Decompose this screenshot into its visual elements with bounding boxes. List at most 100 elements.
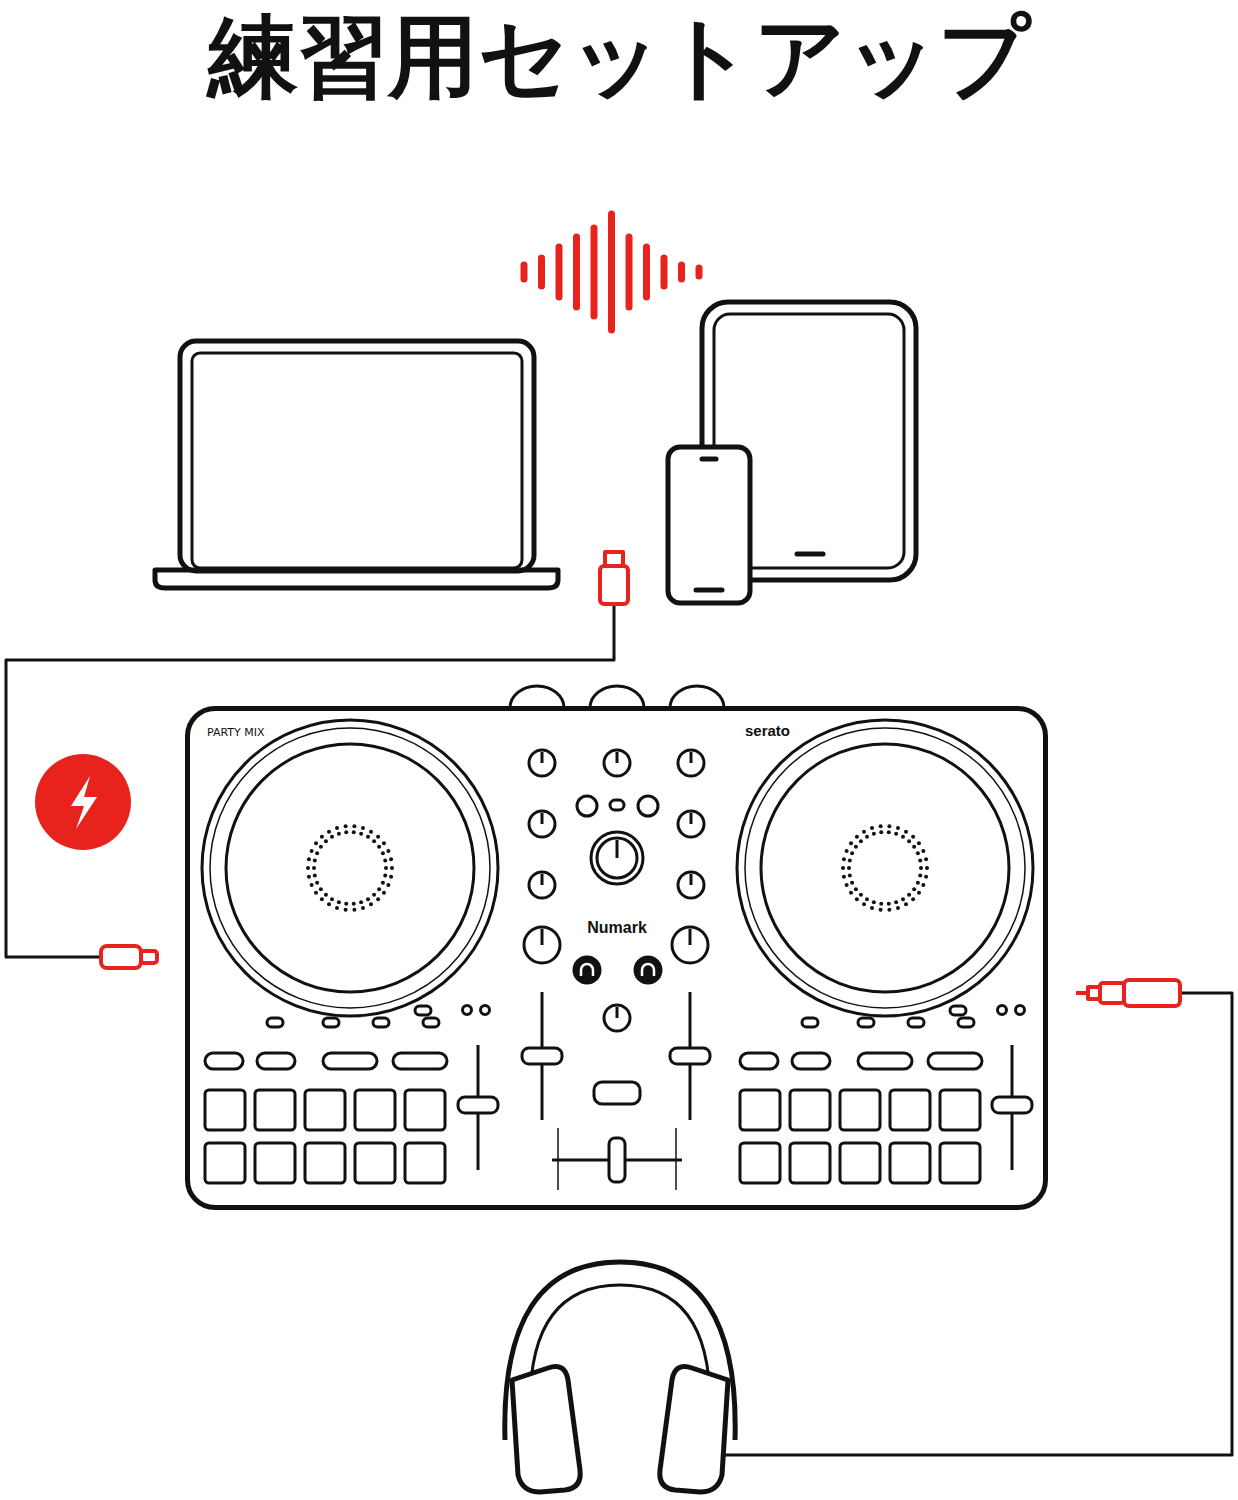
knob-pointer (541, 752, 544, 763)
jog-dot (911, 897, 915, 901)
pad (355, 1090, 395, 1130)
jog-dot (324, 839, 328, 843)
jog-dot (911, 835, 915, 839)
jog-wheel (202, 720, 498, 1016)
jog-dot (344, 908, 348, 912)
usb-cable (6, 606, 614, 957)
headphone-cue (635, 957, 661, 983)
button (858, 1053, 912, 1069)
knob (529, 750, 555, 776)
jog-dot (337, 900, 341, 904)
pad (205, 1143, 245, 1183)
knob-pointer (541, 813, 544, 824)
jog-dot (381, 881, 385, 885)
pad (355, 1143, 395, 1183)
pad (790, 1143, 830, 1183)
jog-dot (383, 859, 387, 863)
crossfader-guide (557, 1128, 559, 1190)
knob-pointer (690, 874, 693, 885)
button (257, 1053, 295, 1069)
wave-bar (521, 265, 528, 279)
jog-dot (310, 849, 314, 853)
jog-dot (330, 835, 334, 839)
sound-wave (524, 214, 699, 330)
indicator (1016, 1006, 1025, 1015)
jog-dot (887, 908, 891, 912)
jog-dot (313, 873, 317, 877)
wave-bar (696, 268, 703, 276)
jog-dot (896, 906, 900, 910)
indicator (998, 1006, 1007, 1015)
power-badge (35, 754, 131, 850)
jog-dot (381, 851, 385, 855)
jog-dot (904, 902, 908, 906)
pad (740, 1143, 780, 1183)
jog-dot (313, 859, 317, 863)
wave-bar (573, 237, 580, 307)
crossfader-cap (609, 1138, 625, 1182)
jog-dot (389, 875, 393, 879)
jog-dot (344, 902, 348, 906)
pad (305, 1090, 345, 1130)
wave-bar (538, 258, 545, 286)
jog-dot (859, 839, 863, 843)
button (928, 1053, 982, 1069)
headphone-icon (642, 964, 654, 976)
jog-dot (879, 908, 883, 912)
jog-dot (849, 841, 853, 845)
jog-rim (210, 728, 490, 1008)
jog-dot (369, 902, 373, 906)
jog-dot (916, 851, 920, 855)
knob-pointer (690, 813, 693, 824)
jog-wheel (737, 720, 1033, 1016)
jog-dot (845, 883, 849, 887)
knob (672, 927, 708, 963)
jog-dot (912, 887, 916, 891)
jog-dot (376, 835, 380, 839)
knob (604, 750, 630, 776)
knob-pointer (689, 929, 692, 945)
bluetooth-button (610, 800, 624, 810)
pad (840, 1090, 880, 1130)
pad (890, 1090, 930, 1130)
small-button (858, 1018, 874, 1027)
crossfader-guide (675, 1128, 677, 1190)
pad (940, 1143, 980, 1183)
jog-dot (872, 900, 876, 904)
jog-dot (315, 881, 319, 885)
jog-dot (921, 849, 925, 853)
jog-dot (887, 902, 891, 906)
jog-dot (879, 902, 883, 906)
jog-dot (319, 887, 323, 891)
knob-pointer (616, 1007, 619, 1018)
jog-dot (337, 832, 341, 836)
pad (740, 1090, 780, 1130)
jog-dot (904, 830, 908, 834)
jog-dot (850, 851, 854, 855)
button (323, 1053, 377, 1069)
wave-bar (626, 237, 633, 307)
jog-dot (361, 826, 365, 830)
button (205, 1053, 243, 1069)
jog-dot (848, 859, 852, 863)
jog-dot (386, 883, 390, 887)
jog-dot (344, 824, 348, 828)
fader-cap (992, 1097, 1032, 1113)
knob (597, 838, 637, 878)
jog-dot (307, 857, 311, 861)
small-button (950, 1006, 966, 1015)
pad (305, 1143, 345, 1183)
jog-dot (912, 845, 916, 849)
jog-dot (366, 835, 370, 839)
headphones (505, 1262, 735, 1492)
wave-bar (591, 228, 598, 316)
jog-dot (865, 835, 869, 839)
jog-dot (850, 881, 854, 885)
jog-dot (924, 875, 928, 879)
jog-dot (842, 857, 846, 861)
jog-dot (917, 891, 921, 895)
jog-dot (315, 851, 319, 855)
jog-dot (352, 824, 356, 828)
usb-a-plug (600, 552, 628, 604)
jog-dot (854, 887, 858, 891)
